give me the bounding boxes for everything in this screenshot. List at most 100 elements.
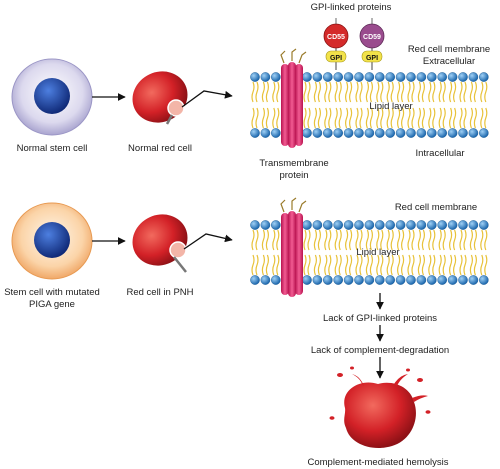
lipid-tail (417, 81, 421, 103)
intracellular-label: Intracellular (415, 148, 464, 159)
lipid-head (260, 220, 271, 230)
lipid-head (437, 72, 448, 82)
gpi-left-label: GPI (330, 55, 342, 62)
lipid-tail (401, 107, 405, 129)
lipid-tail (449, 229, 453, 251)
lipid-head (385, 128, 396, 138)
lipid-tail (469, 229, 473, 251)
lipid-tail (459, 229, 463, 251)
lipid-tail (324, 107, 328, 129)
lipid-head (302, 220, 312, 230)
lipid-tail (421, 229, 425, 251)
lipid-head (437, 275, 448, 285)
lipid-tail (345, 81, 349, 103)
lipid-tail (261, 81, 265, 103)
lipid-head (447, 128, 458, 138)
lipid-head (250, 128, 260, 138)
lipid-tail (453, 81, 457, 103)
lipid-tail (276, 254, 280, 276)
magnifier-icon (169, 241, 187, 259)
lipid-tail (438, 229, 442, 251)
lipid-tail (453, 107, 457, 129)
lipid-tail (317, 107, 321, 129)
lipid-tail (438, 254, 442, 276)
lipid-head (458, 220, 468, 230)
lipid-tail (438, 107, 442, 129)
lipid-tail (463, 81, 467, 103)
membrane-bilayer-top (250, 72, 489, 138)
lipid-tail (484, 254, 488, 276)
lipid-tail (345, 107, 349, 129)
lipid-head (426, 220, 437, 230)
lipid-tail (376, 254, 380, 276)
lipid-head (374, 72, 385, 82)
lipid-tail (380, 229, 384, 251)
transmembrane-protein-top (280, 48, 307, 148)
lipid-head (426, 275, 437, 285)
lipid-head (374, 128, 385, 138)
flow-step-1: Lack of GPI-linked proteins (323, 313, 437, 324)
lipid-tail (313, 254, 317, 276)
lipid-tail (401, 81, 405, 103)
zoom-arrow-top (181, 90, 233, 108)
lipid-tail (369, 81, 373, 103)
lipid-head (416, 128, 427, 138)
lipid-tail (453, 254, 457, 276)
lipid-tail (386, 81, 390, 103)
lipid-head (437, 128, 448, 138)
lipid-tail (407, 81, 411, 103)
gpi-right-label: GPI (366, 55, 378, 62)
lipid-head (322, 220, 333, 230)
lipid-head (364, 220, 375, 230)
nucleus-icon (34, 222, 70, 258)
lipid-head (374, 275, 385, 285)
lipid-tail (449, 81, 453, 103)
lipid-head (364, 128, 375, 138)
lipid-tail (338, 254, 342, 276)
cd59-protein: CD59 GPI (359, 23, 385, 70)
lipid-tail (251, 107, 255, 129)
lipid-head (333, 72, 344, 82)
lipid-tail (411, 254, 415, 276)
lipid-tail (349, 107, 353, 129)
lipid-tail (480, 254, 484, 276)
lipid-head (343, 275, 354, 285)
lipid-tail (303, 254, 307, 276)
lipid-tail (401, 229, 405, 251)
lipid-tail (334, 254, 338, 276)
lipid-tail (449, 254, 453, 276)
lipid-tail (397, 254, 401, 276)
lipid-label-bottom: Lipid layer (356, 247, 399, 258)
lipid-tail (272, 229, 276, 251)
mutated-stem-label-2: PIGA gene (29, 299, 75, 310)
lipid-head (250, 220, 260, 230)
lipid-tail (442, 229, 446, 251)
lipid-tail (265, 107, 269, 129)
pnh-red-cell-label: Red cell in PNH (126, 287, 193, 298)
lipid-tail (365, 229, 369, 251)
lipid-tail (328, 107, 332, 129)
lipid-tail (317, 229, 321, 251)
lipid-head (312, 128, 323, 138)
lipid-tail (317, 254, 321, 276)
gpi-linked-title: GPI-linked proteins (311, 2, 392, 13)
lipid-tail (376, 107, 380, 129)
mutated-stem-label-1: Stem cell with mutated (4, 287, 100, 298)
lipid-tail (365, 81, 369, 103)
lipid-tail (261, 229, 265, 251)
lipid-tail (401, 254, 405, 276)
lipid-tail (313, 81, 317, 103)
lipid-tail (355, 254, 359, 276)
lipid-tail (313, 229, 317, 251)
lipid-tail (334, 81, 338, 103)
lipid-head (478, 72, 489, 82)
lipid-tail (421, 254, 425, 276)
lipid-head (270, 275, 281, 285)
extracellular-label: Extracellular (423, 56, 475, 67)
lipid-tail (272, 81, 276, 103)
lipid-tail (359, 107, 363, 129)
lipid-tail (376, 81, 380, 103)
lipid-tail (432, 81, 436, 103)
lipid-tail (473, 81, 477, 103)
normal-red-cell-label: Normal red cell (128, 143, 192, 154)
